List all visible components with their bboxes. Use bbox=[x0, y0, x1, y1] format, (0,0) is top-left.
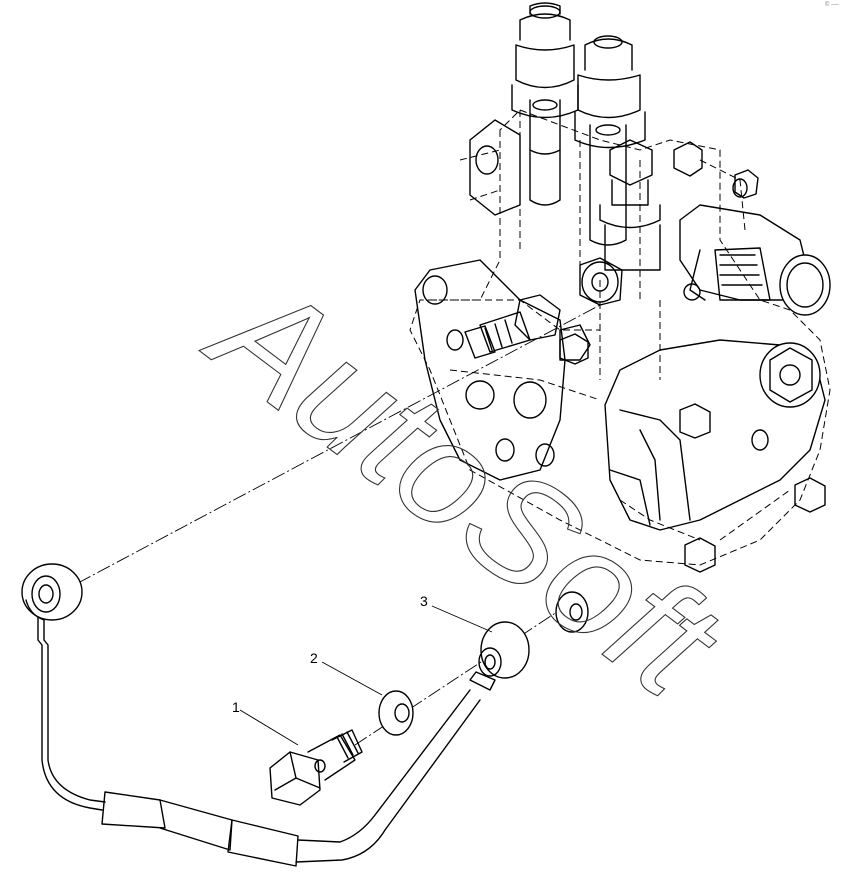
leader-line-2 bbox=[321, 661, 383, 696]
callout-1: 1 bbox=[232, 699, 240, 715]
pump-element-left bbox=[511, 2, 579, 206]
rear-cover bbox=[604, 339, 826, 573]
fuel-pipe bbox=[21, 563, 530, 867]
pump-element-right bbox=[574, 35, 646, 246]
washer-lower bbox=[378, 690, 414, 736]
callout-2: 2 bbox=[310, 650, 318, 666]
corner-mark: © ---- bbox=[824, 2, 839, 8]
leader-line-3 bbox=[431, 605, 493, 633]
centerline-pipe-to-pump bbox=[77, 304, 601, 584]
fuel-pump-assembly bbox=[409, 2, 831, 573]
inlet-fitting bbox=[464, 294, 591, 361]
housing-banjo-fitting bbox=[579, 257, 623, 306]
callout-3: 3 bbox=[420, 593, 428, 609]
leader-line-1 bbox=[239, 709, 299, 746]
banjo-bolt bbox=[269, 729, 363, 806]
watermark: AutoSoft bbox=[179, 242, 750, 730]
sensor-block bbox=[679, 204, 831, 316]
washer-upper bbox=[555, 591, 589, 633]
